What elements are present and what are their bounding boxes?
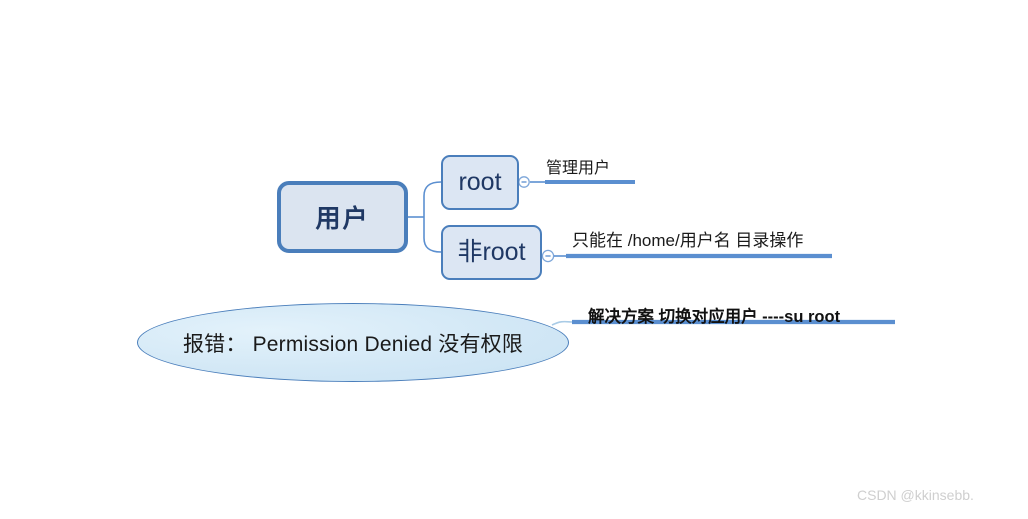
connector-root-annotation: [518, 176, 635, 188]
node-root-label: root: [458, 168, 502, 196]
node-error-label: 报错： Permission Denied 没有权限: [182, 332, 524, 356]
node-root[interactable]: root: [441, 155, 519, 210]
annotation-solution-text: 解决方案 切换对应用户 ----su root: [588, 308, 841, 326]
node-error-ellipse[interactable]: 报错： Permission Denied 没有权限: [137, 303, 569, 382]
watermark-text: CSDN @kkinsebb.: [857, 487, 974, 503]
annotation-nonroot-text: 只能在 /home/用户名 目录操作: [572, 231, 804, 250]
node-nonroot[interactable]: 非root: [441, 225, 542, 280]
node-nonroot-label: 非root: [457, 238, 526, 266]
connector-nonroot-annotation: [541, 249, 832, 263]
branch-fork: [408, 181, 442, 253]
node-central-user[interactable]: 用户: [277, 181, 408, 253]
annotation-root-text: 管理用户: [546, 160, 611, 177]
node-central-label: 用户: [315, 205, 370, 233]
